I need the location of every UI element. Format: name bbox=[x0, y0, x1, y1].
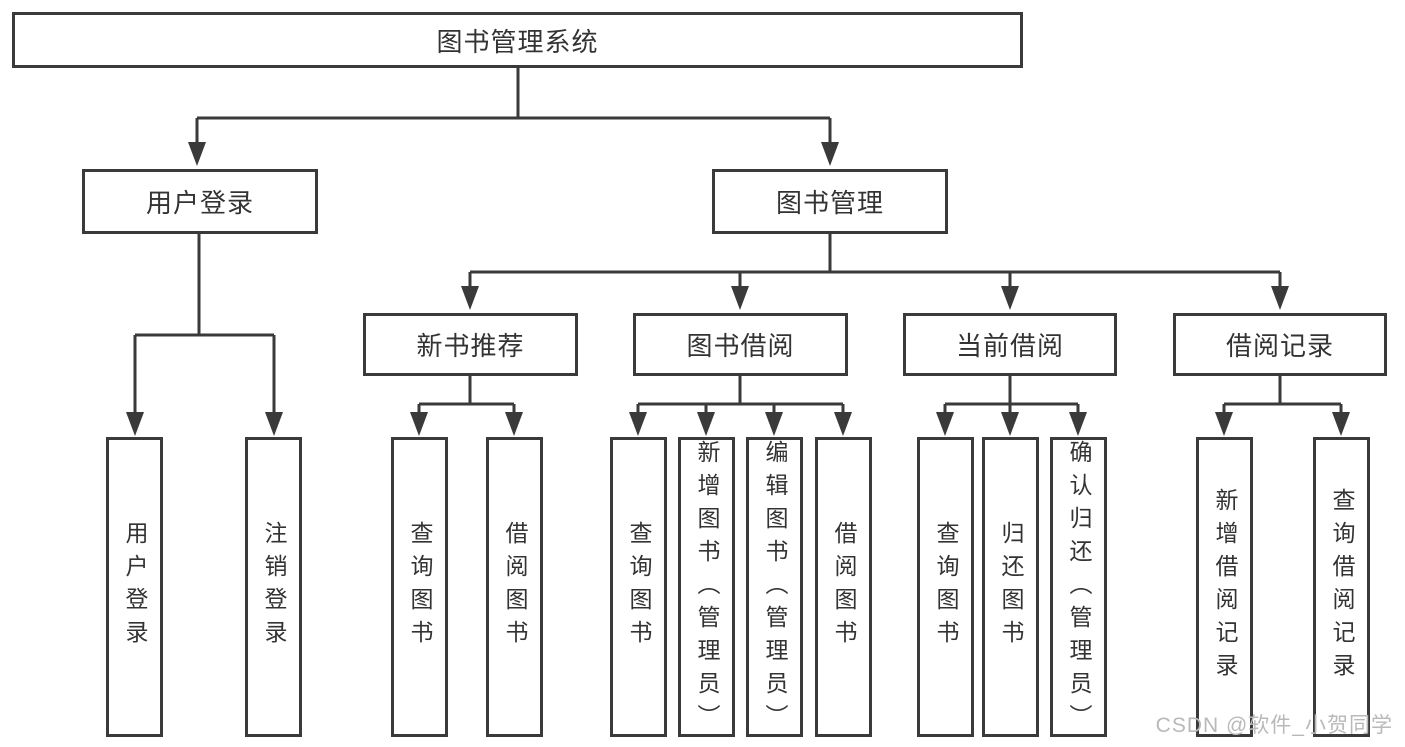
arrowhead-icon bbox=[461, 286, 479, 310]
arrowhead-icon bbox=[765, 412, 783, 436]
leaf-confirm-return-admin: 确认归还（管理员） bbox=[1050, 437, 1107, 737]
connector-root-to-level2 bbox=[195, 68, 832, 144]
arrowhead-icon bbox=[265, 412, 283, 436]
leaf-return-books: 归还图书 bbox=[982, 437, 1039, 737]
node-root-library-system: 图书管理系统 bbox=[12, 12, 1023, 68]
arrowhead-icon bbox=[1271, 286, 1289, 310]
node-current-borrowing: 当前借阅 bbox=[903, 313, 1117, 376]
arrowhead-icon bbox=[821, 142, 839, 166]
arrowhead-icon bbox=[1069, 412, 1087, 436]
leaf-borrow-books: 借阅图书 bbox=[815, 437, 872, 737]
arrowhead-icon bbox=[834, 412, 852, 436]
connector-book-borrow-to-leaves bbox=[636, 376, 845, 414]
leaf-query-books-borrowing: 查询图书 bbox=[610, 437, 667, 737]
arrowhead-icon bbox=[505, 412, 523, 436]
leaf-borrow-books-recommend: 借阅图书 bbox=[486, 437, 543, 737]
arrowhead-icon bbox=[1001, 412, 1019, 436]
node-new-book-recommend: 新书推荐 bbox=[363, 313, 578, 376]
arrowhead-icon bbox=[731, 286, 749, 310]
arrowhead-icon bbox=[936, 412, 954, 436]
arrowhead-icon bbox=[629, 412, 647, 436]
connector-book-mgmt-to-level3 bbox=[468, 234, 1282, 288]
arrowhead-icon bbox=[126, 412, 144, 436]
node-book-management-branch: 图书管理 bbox=[712, 169, 948, 234]
leaf-add-borrow-record: 新增借阅记录 bbox=[1196, 437, 1253, 737]
arrowhead-icon bbox=[1001, 286, 1019, 310]
arrowhead-icon bbox=[1215, 412, 1233, 436]
watermark: CSDN @软件_小贺同学 bbox=[1155, 714, 1393, 737]
arrowhead-icon bbox=[1332, 412, 1350, 436]
leaf-query-borrow-record: 查询借阅记录 bbox=[1313, 437, 1370, 737]
connector-new-books-to-leaves bbox=[417, 376, 516, 414]
node-user-login-branch: 用户登录 bbox=[82, 169, 318, 234]
arrowhead-icon bbox=[410, 412, 428, 436]
node-book-borrowing: 图书借阅 bbox=[633, 313, 848, 376]
leaf-user-login: 用户登录 bbox=[106, 437, 163, 737]
connector-current-borrow-to-leaves bbox=[943, 376, 1080, 414]
leaf-add-books-admin: 新增图书（管理员） bbox=[678, 437, 735, 737]
leaf-logout: 注销登录 bbox=[245, 437, 302, 737]
leaf-query-books-recommend: 查询图书 bbox=[391, 437, 448, 737]
arrowhead-icon bbox=[697, 412, 715, 436]
leaf-query-books-current: 查询图书 bbox=[917, 437, 974, 737]
arrowhead-icon bbox=[188, 142, 206, 166]
leaf-edit-books-admin: 编辑图书（管理员） bbox=[746, 437, 803, 737]
node-borrow-records: 借阅记录 bbox=[1173, 313, 1387, 376]
connector-user-login-to-leaves bbox=[133, 234, 276, 414]
connector-borrow-records-to-leaves bbox=[1222, 376, 1343, 414]
